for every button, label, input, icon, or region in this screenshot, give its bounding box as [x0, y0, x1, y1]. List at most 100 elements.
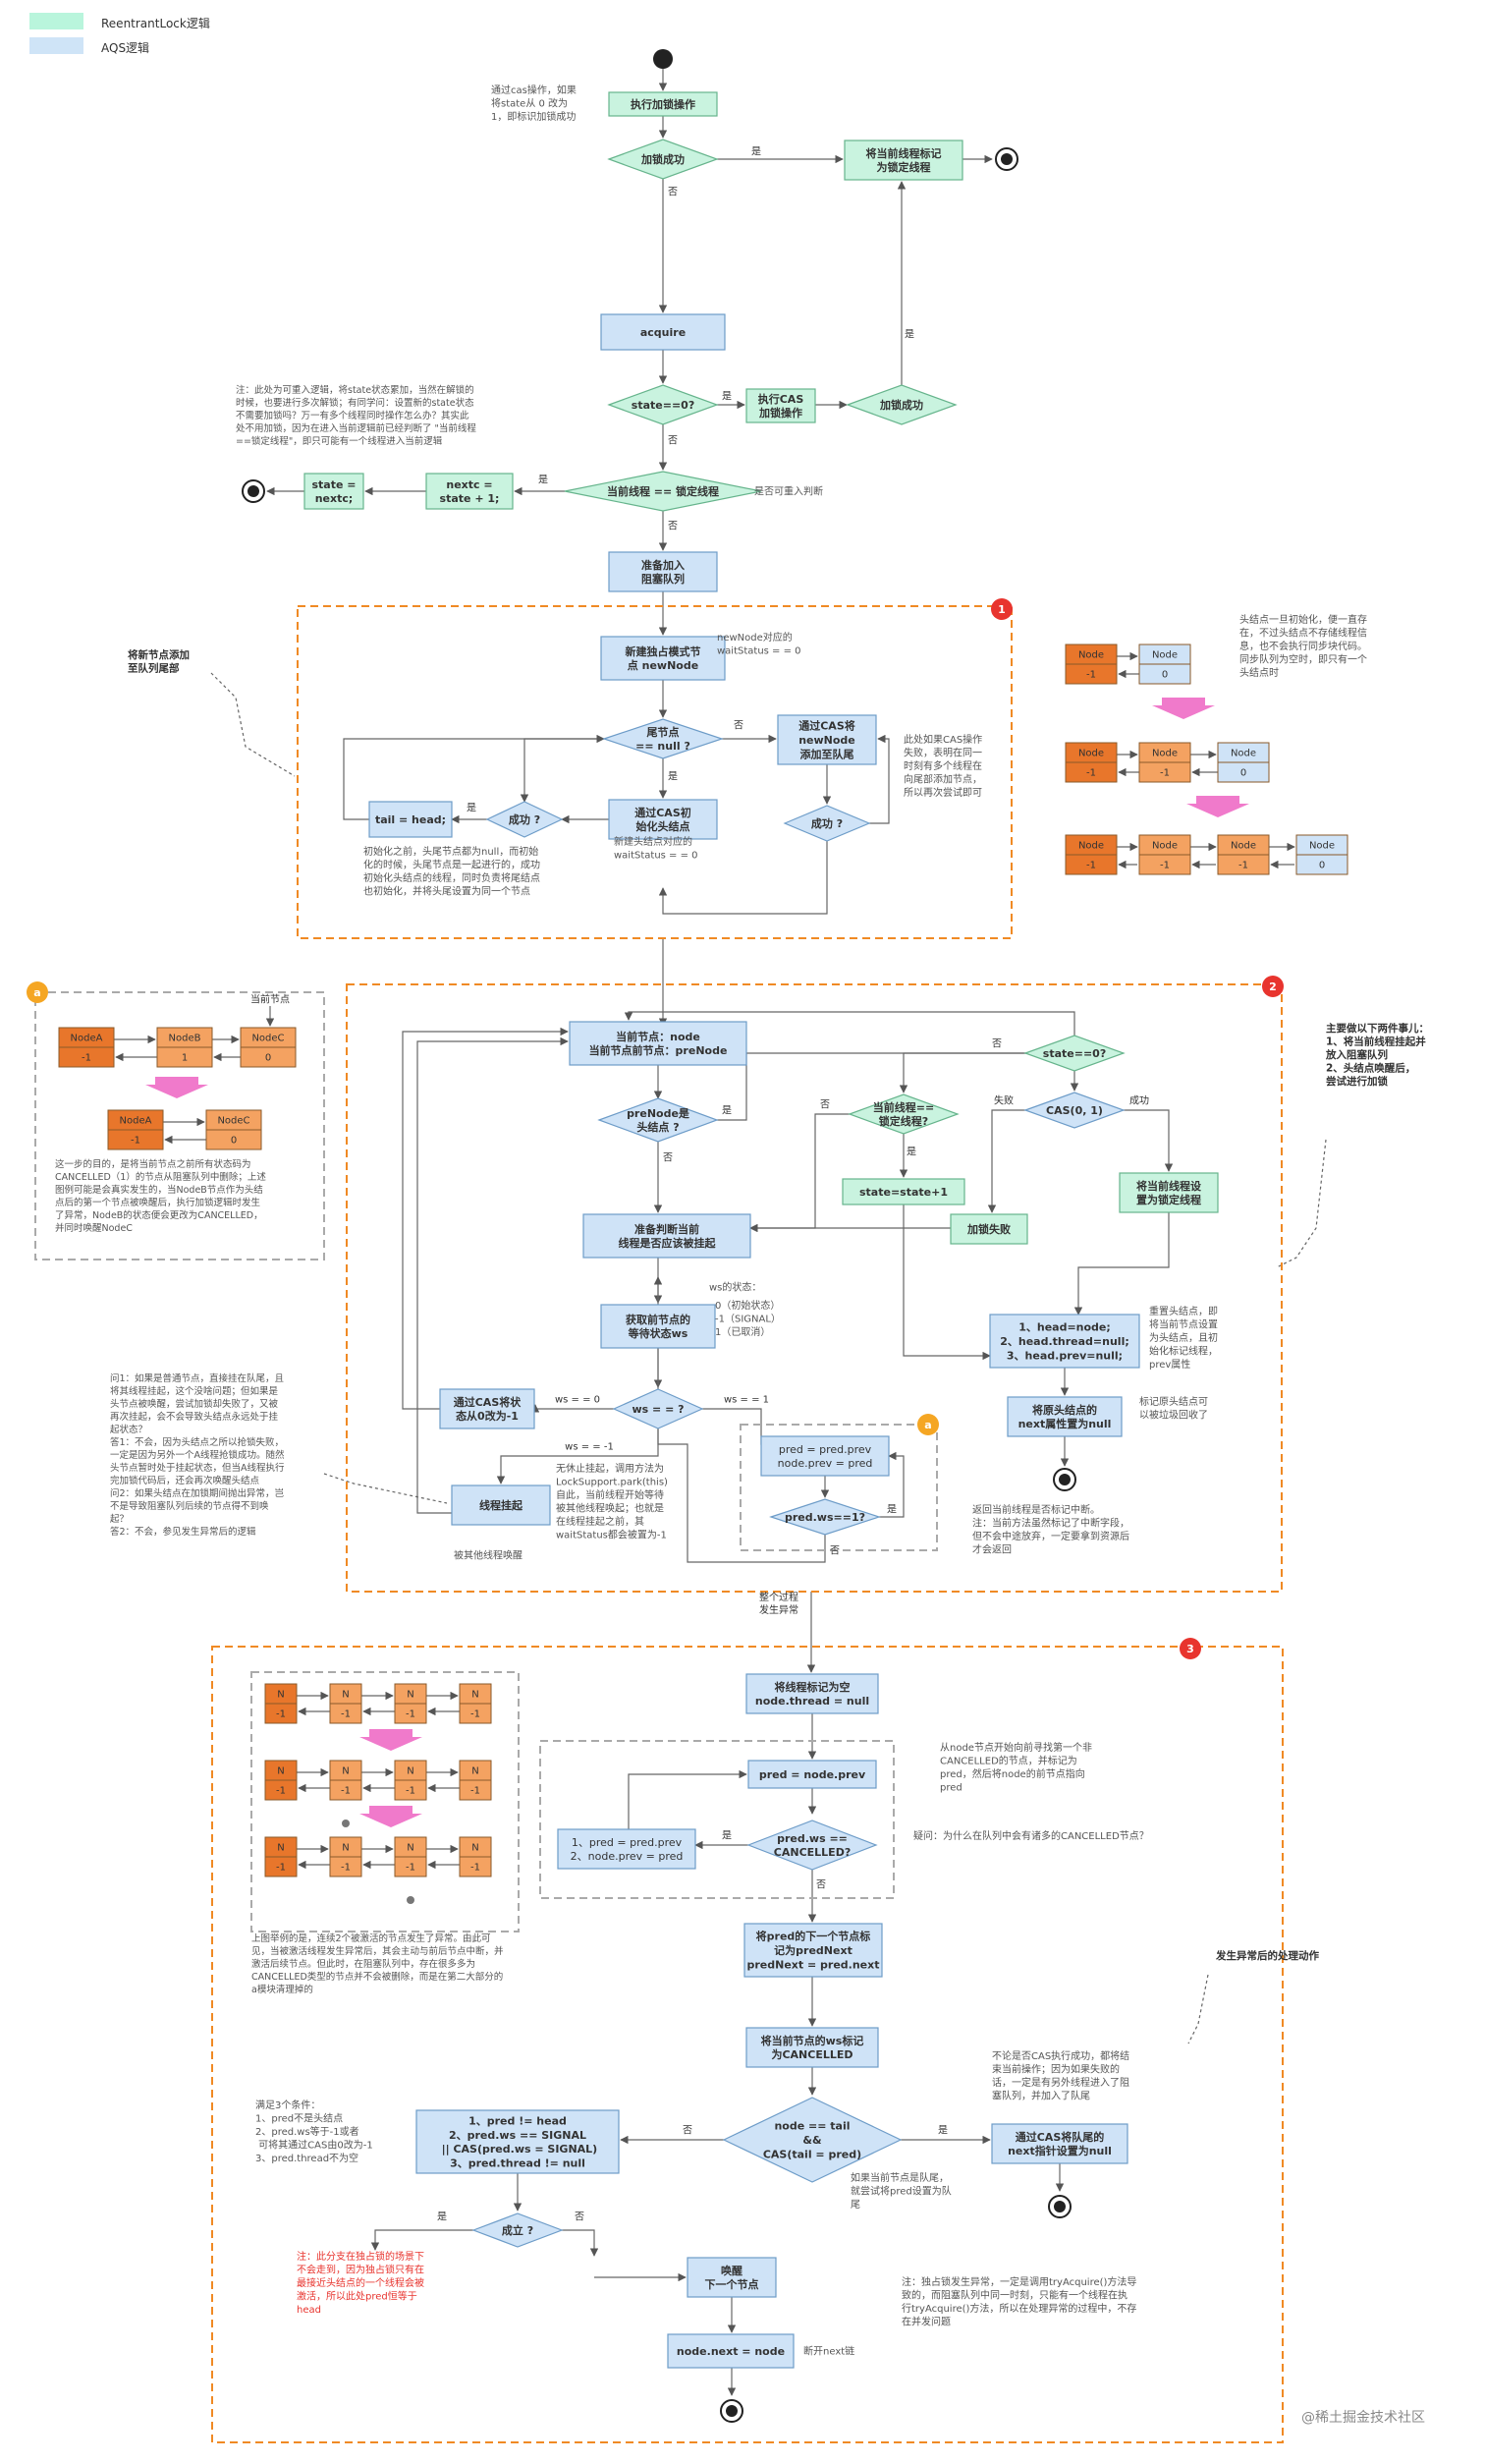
- label-line: next属性置为null: [1018, 1417, 1112, 1430]
- label-line: 注：此分支在独占锁的场景下: [297, 2250, 424, 2263]
- label-line: 将当前节点设置: [1149, 1318, 1218, 1331]
- label-line: N: [342, 1690, 349, 1701]
- label-line: 时候，也要进行多次解锁；有同学问：设置新的state状态: [236, 397, 474, 409]
- label-line: Node: [1231, 841, 1256, 852]
- label-line: -1: [276, 1709, 286, 1720]
- label-line: state==0?: [632, 399, 694, 412]
- label-line: 才会返回: [972, 1543, 1012, 1556]
- label-line: 了异常，NodeB的状态便会更改为CANCELLED，: [55, 1209, 263, 1221]
- label-line: head: [297, 2305, 321, 2316]
- label-line: ws = = 1: [724, 1395, 769, 1406]
- label-line: 整个过程: [759, 1591, 798, 1603]
- connector-arrow: [987, 1109, 1025, 1213]
- no-label: 否: [830, 1545, 840, 1557]
- label-line: 同步队列为空时，即只有一个: [1239, 653, 1367, 666]
- label-line: 是: [722, 1105, 732, 1117]
- label-line: 放入阻塞队列: [1325, 1048, 1388, 1061]
- connector-arrow: [749, 1113, 850, 1233]
- label-line: 无休止挂起，调用方法为: [556, 1462, 664, 1475]
- n-row2-0-name: N: [277, 1766, 284, 1777]
- pred-loop-badge: [917, 1414, 939, 1435]
- no-label: 否: [683, 2125, 692, 2137]
- label-line: N: [277, 1843, 284, 1854]
- lock-fail-box-label: 加锁失败: [966, 1222, 1011, 1236]
- prenode-is-head-diamond-label: preNode是头结点 ?: [627, 1107, 690, 1134]
- end-node-sec2-core: [1059, 1474, 1071, 1485]
- label-line: Node: [1152, 749, 1178, 759]
- red-note: 注：此分支在独占锁的场景下不会走到，因为独占锁只有在最接近头结点的一个线程会被激…: [297, 2250, 424, 2316]
- section2-badge: [1262, 976, 1284, 997]
- pred-loop-badge-label: a: [924, 1419, 931, 1431]
- back-to-cur-node: [402, 1027, 569, 1410]
- dotted-pointer: [323, 1473, 448, 1504]
- label-line: 执行CAS: [758, 392, 804, 406]
- label-line: || CAS(pred.ws = SIGNAL): [438, 2143, 597, 2156]
- node-2c-ws: 0: [1240, 768, 1246, 779]
- n-row2-3-name: N: [471, 1766, 478, 1777]
- label-line: 置为锁定线程: [1136, 1193, 1201, 1206]
- section-a-badge: [27, 981, 48, 1003]
- label-line: 是: [538, 475, 548, 486]
- label-line: N: [277, 1766, 284, 1777]
- section1-badge-label: 1: [998, 603, 1006, 616]
- label-line: 头结点一旦初始化，便一直存: [1239, 613, 1367, 626]
- nodeB-1-name: NodeB: [169, 1034, 201, 1044]
- pred-ws1-diamond-label: pred.ws==1?: [785, 1511, 865, 1524]
- label-line: 否: [575, 2212, 584, 2223]
- end-node-sec3-right-core: [1054, 2201, 1066, 2212]
- label-line: pred，然后将node的前节点指向: [940, 1767, 1085, 1780]
- label-line: -1: [276, 1863, 286, 1874]
- n-row3-2-name: N: [407, 1843, 413, 1854]
- label-line: 注：独占锁发生异常，一定是调用tryAcquire()方法导: [902, 2275, 1136, 2288]
- label-line: 再次挂起，会不会导致头结点永远处于挂: [110, 1411, 279, 1423]
- label-line: 否: [663, 1152, 673, 1164]
- label-line: 通过cas操作，如果: [491, 84, 577, 96]
- label-line: 最接近头结点的一个线程会被: [297, 2276, 424, 2289]
- reentrant-judge-label: 是否可重入判断: [754, 485, 823, 498]
- pred-loop-border: [740, 1424, 938, 1551]
- label-line: 否: [668, 187, 678, 198]
- yes-label: 是: [668, 771, 678, 783]
- new-node-box: [600, 636, 726, 681]
- node-2b-name: Node: [1152, 749, 1178, 759]
- label-line: pred.ws==1?: [785, 1511, 865, 1524]
- label-line: 上图举例的是，连续2个被激活的节点发生了异常。由此可: [251, 1932, 491, 1944]
- node-1a-name: Node: [1078, 650, 1104, 661]
- label-line: acquire: [640, 326, 686, 339]
- lock-success2-diamond: [846, 384, 958, 425]
- break-chain-label: 断开next链: [803, 2345, 854, 2358]
- dotted-pointer: [1276, 1139, 1327, 1268]
- label-line: 2、head.thread=null;: [1000, 1335, 1129, 1348]
- label-line: 2、pred.ws等于-1或者: [255, 2125, 359, 2138]
- label-line: 获取前节点的: [626, 1313, 690, 1326]
- ws-cancelled-box: [745, 2027, 879, 2068]
- nextc-box: [425, 473, 514, 510]
- label-line: Node: [1078, 650, 1104, 661]
- label-line: 见，当被激活线程发生异常后，其会主动与前后节点中断，并: [251, 1945, 504, 1957]
- old-head-note: 标记原头结点可以被垃圾回收了: [1139, 1395, 1208, 1422]
- label-line: 新建独占模式节: [626, 644, 701, 658]
- label-line: CANCELLED（1）的节点从阻塞队列中删除；上述: [55, 1171, 266, 1183]
- mark-owner-box: [844, 140, 963, 181]
- woken-back: [416, 1036, 569, 1514]
- label-line: Node: [1152, 841, 1178, 852]
- label-line: pred.ws ==: [777, 1832, 848, 1845]
- label-line: 2: [1269, 980, 1277, 993]
- n-row2-3-ws: -1: [470, 1786, 480, 1797]
- label-line: 重置头结点，即: [1149, 1305, 1218, 1317]
- watermark-label: @稀土掘金技术社区: [1301, 2410, 1425, 2426]
- nodeA-1-ws: -1: [82, 1053, 91, 1064]
- cas-ws-box: [439, 1388, 535, 1429]
- label-line: next指针设置为null: [1008, 2144, 1112, 2157]
- prepare-judge-box-label: 准备判断当前线程是否应该被挂起: [619, 1222, 717, 1250]
- cur-node-box: [569, 1021, 747, 1066]
- lock-success-diamond: [607, 139, 719, 180]
- label-line: -1: [470, 1863, 480, 1874]
- nodeC-1-name: NodeC: [251, 1034, 284, 1044]
